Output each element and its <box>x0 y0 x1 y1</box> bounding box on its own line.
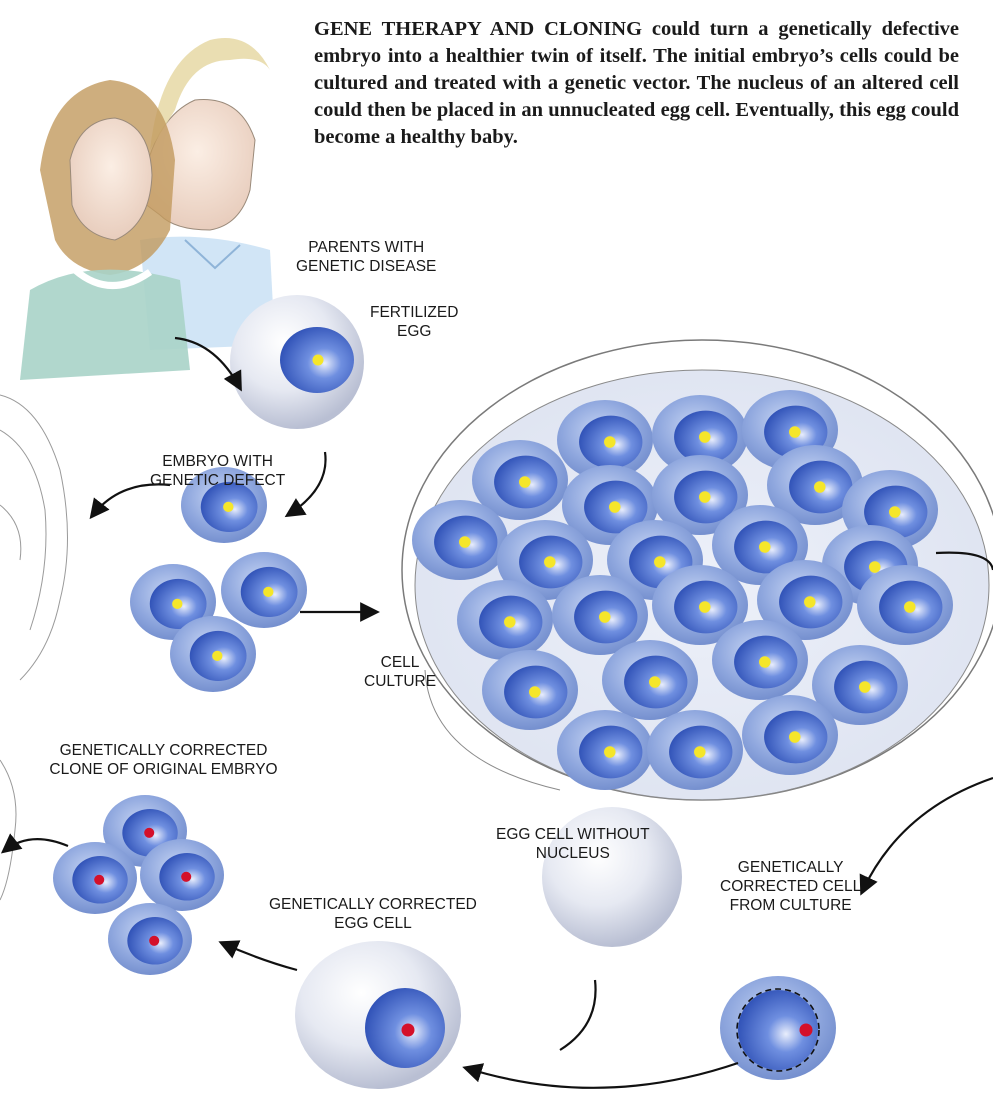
label-corrected-egg: GENETICALLY CORRECTED EGG CELL <box>269 895 477 933</box>
label-corrected-cell: GENETICALLY CORRECTED CELL FROM CULTURE <box>720 858 861 915</box>
defect-marker <box>759 656 771 668</box>
caption-lead: GENE THERAPY AND CLONING <box>314 18 642 40</box>
label-egg-without-nucleus: EGG CELL WITHOUT NUCLEUS <box>496 825 650 863</box>
label-corrected-clone: GENETICALLY CORRECTED CLONE OF ORIGINAL … <box>0 741 327 779</box>
corrected-marker <box>181 872 191 882</box>
defect-marker <box>699 431 711 443</box>
label-line: GENETIC DEFECT <box>150 471 285 490</box>
corrected-marker <box>94 875 104 885</box>
label-line: FERTILIZED <box>370 303 458 322</box>
defect-marker <box>699 491 711 503</box>
defect-marker <box>313 355 324 366</box>
defect-marker <box>604 436 616 448</box>
label-parents: PARENTS WITH GENETIC DISEASE <box>296 238 436 276</box>
corrected-marker <box>149 936 159 946</box>
label-line: GENETIC DISEASE <box>296 257 436 276</box>
defect-marker <box>649 676 661 688</box>
label-line: CULTURE <box>364 672 436 691</box>
label-line: CELL <box>364 653 436 672</box>
corrected-marker <box>144 828 154 838</box>
corrected-clone-embryo <box>53 795 224 975</box>
defect-marker <box>889 506 901 518</box>
arrow-egg-cell-join <box>560 980 596 1050</box>
culture-cell <box>602 640 698 720</box>
label-line: CORRECTED CELL <box>720 877 861 896</box>
clone-cell <box>53 842 137 914</box>
corrected-egg-cell <box>295 941 461 1089</box>
corrected-cell-from-culture <box>720 976 836 1080</box>
defect-marker <box>504 616 516 628</box>
label-fertilized-egg: FERTILIZED EGG <box>370 303 458 341</box>
embryo-cell <box>221 552 307 628</box>
figure-caption: GENE THERAPY AND CLONING could turn a ge… <box>314 16 959 151</box>
defect-marker <box>529 686 541 698</box>
label-line: PARENTS WITH <box>296 238 436 257</box>
culture-cell <box>457 580 553 660</box>
defect-marker <box>609 501 621 513</box>
sketch-figure <box>0 395 68 900</box>
culture-cell <box>857 565 953 645</box>
arrow-cell-to-egg <box>466 1063 738 1088</box>
defect-marker <box>814 481 826 493</box>
label-line: FROM CULTURE <box>720 896 861 915</box>
defect-marker <box>869 561 881 573</box>
parents-illustration <box>20 38 275 380</box>
label-embryo-defect: EMBRYO WITH GENETIC DEFECT <box>150 452 285 490</box>
culture-cell <box>557 710 653 790</box>
label-line: EMBRYO WITH <box>150 452 285 471</box>
label-line: EGG CELL <box>269 914 477 933</box>
culture-cell <box>742 695 838 775</box>
defect-marker <box>654 556 666 568</box>
defect-marker <box>459 536 471 548</box>
culture-cell <box>482 650 578 730</box>
label-line: EGG <box>370 322 458 341</box>
defect-marker <box>699 601 711 613</box>
defect-marker <box>789 426 801 438</box>
clone-cell <box>140 839 224 911</box>
defect-marker <box>519 476 531 488</box>
defect-marker <box>604 746 616 758</box>
label-line: EGG CELL WITHOUT <box>496 825 650 844</box>
label-line: GENETICALLY CORRECTED <box>0 741 327 760</box>
corrected-marker <box>800 1024 813 1037</box>
label-line: GENETICALLY <box>720 858 861 877</box>
culture-cell <box>647 710 743 790</box>
fertilized-egg <box>230 295 364 429</box>
defect-marker <box>599 611 611 623</box>
defect-marker <box>804 596 816 608</box>
clone-cell <box>108 903 192 975</box>
arrow-egg-to-embryo <box>288 452 326 515</box>
defect-marker <box>859 681 871 693</box>
defect-marker <box>694 746 706 758</box>
defect-marker <box>759 541 771 553</box>
embryo-cell <box>170 616 256 692</box>
embryo-defect <box>130 467 307 692</box>
label-line: NUCLEUS <box>496 844 650 863</box>
arrow-to-corrected-cell <box>862 778 993 892</box>
defect-marker <box>544 556 556 568</box>
corrected-marker <box>402 1024 415 1037</box>
defect-marker <box>223 502 233 512</box>
label-line: GENETICALLY CORRECTED <box>269 895 477 914</box>
culture-cell <box>712 620 808 700</box>
defect-marker <box>904 601 916 613</box>
defect-marker <box>212 651 222 661</box>
culture-cell <box>412 500 508 580</box>
defect-marker <box>789 731 801 743</box>
arrow-egg-to-clone <box>222 943 297 970</box>
label-cell-culture: CELL CULTURE <box>364 653 436 691</box>
label-line: CLONE OF ORIGINAL EMBRYO <box>0 760 327 779</box>
defect-marker <box>172 599 182 609</box>
defect-marker <box>263 587 273 597</box>
